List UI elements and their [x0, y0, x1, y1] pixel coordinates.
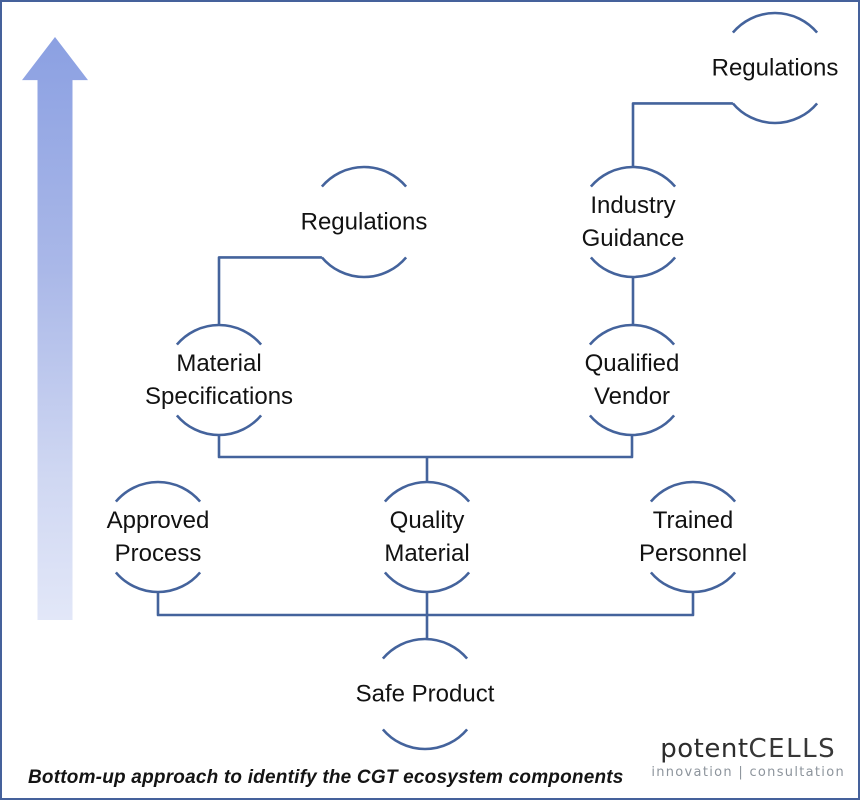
- circle-top-arc: [175, 323, 263, 346]
- node-label-line: Vendor: [593, 383, 671, 410]
- circle-bottom-arc: [589, 256, 677, 279]
- node-qualified-vendor: Qualified Vendor: [585, 347, 680, 413]
- node-label-line: Regulations: [711, 54, 839, 82]
- node-circle-approved-process: [114, 480, 202, 594]
- circle-top-arc: [383, 480, 471, 503]
- node-label-line: Material: [176, 350, 262, 377]
- node-regulations-top: Regulations: [712, 52, 839, 85]
- connector-specs-vendor-bus: [217, 435, 634, 459]
- brand-logo: potentCELLS innovation | consultation: [651, 735, 845, 780]
- node-circle-quality-material: [383, 480, 471, 594]
- circle-bottom-arc: [649, 571, 737, 594]
- brand-tagline: innovation | consultation: [651, 765, 845, 780]
- node-circle-material-specifications: [175, 323, 263, 437]
- node-circle-regulations-top: [731, 11, 819, 125]
- node-label-line: Industry: [590, 192, 676, 219]
- node-industry-guidance: Industry Guidance: [582, 189, 685, 255]
- circle-bottom-arc: [114, 571, 202, 594]
- node-label-line: Guidance: [581, 225, 685, 252]
- circle-top-arc: [588, 323, 676, 346]
- circle-bottom-arc: [588, 414, 676, 437]
- circle-top-arc: [649, 480, 737, 503]
- node-circle-safe-product: [381, 637, 469, 751]
- connector-process-personnel-bus: [156, 592, 695, 617]
- circle-top-arc: [114, 480, 202, 503]
- circle-bottom-arc: [383, 571, 471, 594]
- node-label-line: Process: [114, 540, 202, 567]
- circle-bottom-arc: [381, 728, 469, 751]
- node-label-line: Quality: [389, 507, 465, 534]
- node-safe-product: Safe Product: [356, 678, 495, 711]
- node-circle-trained-personnel: [649, 480, 737, 594]
- node-trained-personnel: Trained Personnel: [639, 504, 747, 570]
- diagram-caption: Bottom-up approach to identify the CGT e…: [28, 767, 624, 788]
- connector-regulations-top-to-industry-guidance: [631, 102, 733, 167]
- circle-bottom-arc: [320, 256, 408, 279]
- node-label-line: Qualified: [584, 350, 680, 377]
- node-label-line: Regulations: [300, 208, 428, 236]
- circle-top-arc: [381, 637, 469, 660]
- connector-regulations-mid-to-material-specifications: [217, 256, 322, 325]
- node-approved-process: Approved Process: [107, 504, 210, 570]
- node-label-line: Safe Product: [355, 680, 495, 708]
- node-circle-industry-guidance: [589, 165, 677, 279]
- node-quality-material: Quality Material: [384, 504, 469, 570]
- node-material-specifications: Material Specifications: [145, 347, 293, 413]
- circle-bottom-arc: [731, 102, 819, 125]
- node-label-line: Trained: [652, 507, 734, 534]
- circle-top-arc: [320, 165, 408, 188]
- node-regulations-mid: Regulations: [301, 206, 428, 239]
- node-label-line: Personnel: [638, 540, 748, 567]
- node-label-line: Specifications: [144, 383, 294, 410]
- circle-bottom-arc: [175, 414, 263, 437]
- circle-top-arc: [589, 165, 677, 188]
- node-circle-regulations-mid: [320, 165, 408, 279]
- circle-top-arc: [731, 11, 819, 34]
- node-label-line: Material: [384, 540, 470, 567]
- node-circle-qualified-vendor: [588, 323, 676, 437]
- brand-primary: potent: [660, 734, 749, 764]
- brand-wordmark: potentCELLS: [651, 735, 845, 763]
- node-label-line: Approved: [106, 507, 210, 534]
- brand-secondary: CELLS: [748, 734, 837, 764]
